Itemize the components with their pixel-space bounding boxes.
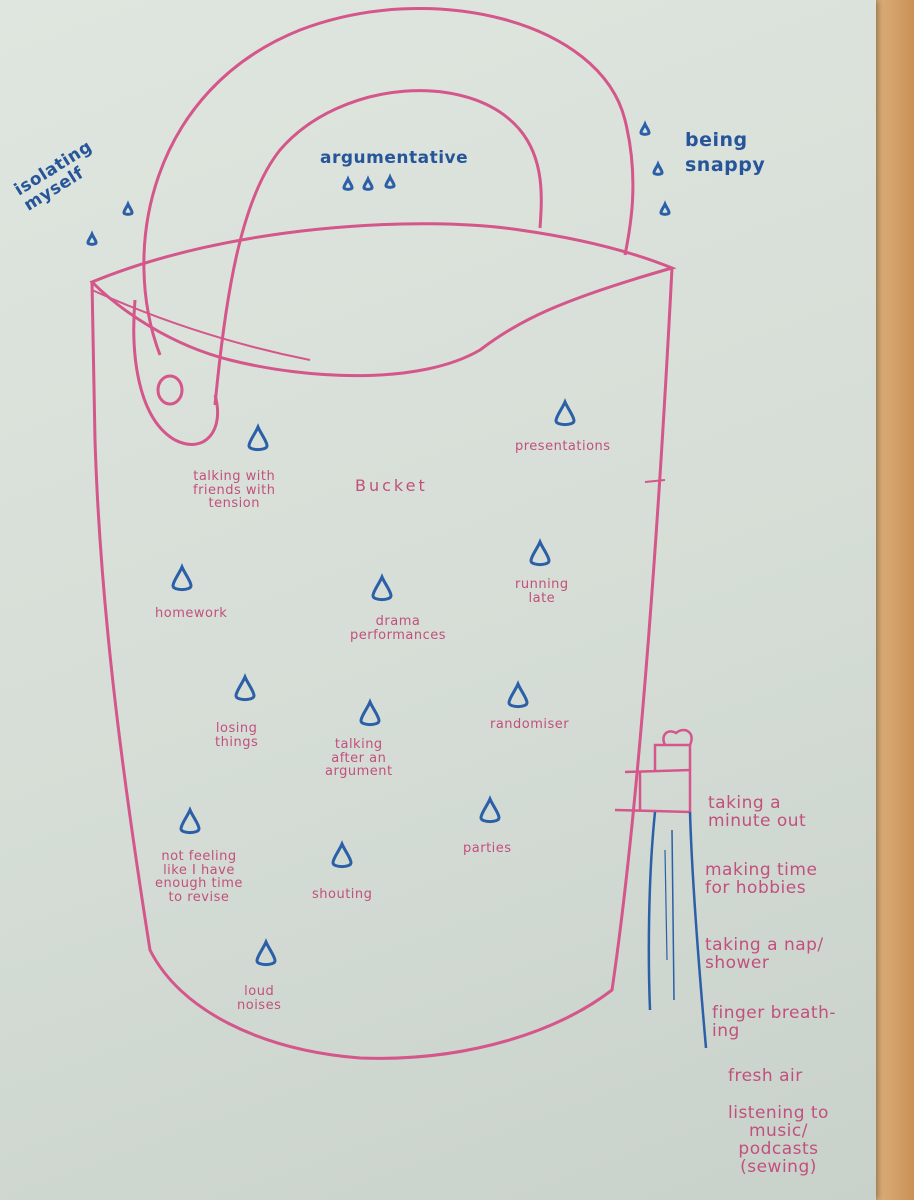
coping-music-podcasts: listening to music/ podcasts (sewing) — [728, 1103, 829, 1177]
stressor-not-feeling-time: not feeling like I have enough time to r… — [155, 849, 243, 905]
coping-fresh-air: fresh air — [728, 1066, 803, 1086]
overflow-drop-icon — [342, 175, 354, 191]
overflow-drop-icon — [652, 160, 664, 176]
bucket-handle-outer — [142, 6, 635, 356]
overflow-drop-icon — [86, 230, 98, 246]
label-being-snappy: being snappy — [685, 129, 766, 176]
water-drop-icon — [371, 573, 393, 602]
stressor-parties: parties — [463, 841, 512, 856]
water-drop-icon — [479, 795, 501, 824]
overflow-drop-icon — [639, 120, 651, 136]
stressor-losing-things: losing things — [215, 721, 259, 750]
overflow-drop-icon — [122, 200, 134, 216]
overflow-drop-icon — [659, 200, 671, 216]
bucket-drawing — [86, 6, 708, 1060]
water-drop-icon — [529, 538, 551, 567]
stressor-randomiser: randomiser — [490, 717, 570, 732]
water-drop-icon — [171, 563, 193, 592]
water-drop-icon — [234, 673, 256, 702]
stressor-drama: drama performances — [350, 614, 447, 643]
label-argumentative: argumentative — [320, 148, 469, 168]
water-drop-icon — [554, 398, 576, 427]
bucket-rim-back — [91, 289, 311, 361]
bucket-body — [90, 267, 674, 1060]
bucket-title: Bucket — [355, 476, 428, 495]
coping-finger-breathing: finger breath- ing — [712, 1003, 836, 1041]
water-drop-icon — [247, 423, 269, 452]
stressor-running-late: running late — [515, 577, 569, 606]
coping-minute-out: taking a minute out — [708, 793, 807, 831]
bucket-handle-strap — [132, 299, 220, 446]
coping-hobbies: making time for hobbies — [705, 860, 818, 898]
overflow-drop-icon — [384, 173, 396, 189]
paper-sheet: isolating myself argumentative being sna… — [0, 0, 876, 1200]
stressor-homework: homework — [155, 606, 228, 621]
overflow-drop-icon — [362, 175, 374, 191]
water-drop-icon — [359, 698, 381, 727]
stressor-talking-tension: talking with friends with tension — [193, 469, 276, 512]
water-drop-icon — [331, 840, 353, 869]
stressor-loud-noises: loud noises — [237, 984, 282, 1013]
coping-nap-shower: taking a nap/ shower — [705, 935, 824, 973]
water-drop-icon — [507, 680, 529, 709]
stressor-shouting: shouting — [312, 887, 373, 902]
tap — [614, 728, 693, 814]
water-stream — [647, 811, 708, 1049]
bucket-handle-inner — [213, 89, 543, 406]
stressor-talking-argument: talking after an argument — [325, 737, 393, 780]
handle-rivet — [156, 374, 184, 406]
water-drop-icon — [179, 806, 201, 835]
water-drop-icon — [255, 938, 277, 967]
bucket-rim — [89, 222, 677, 378]
stressor-presentations: presentations — [515, 439, 611, 454]
